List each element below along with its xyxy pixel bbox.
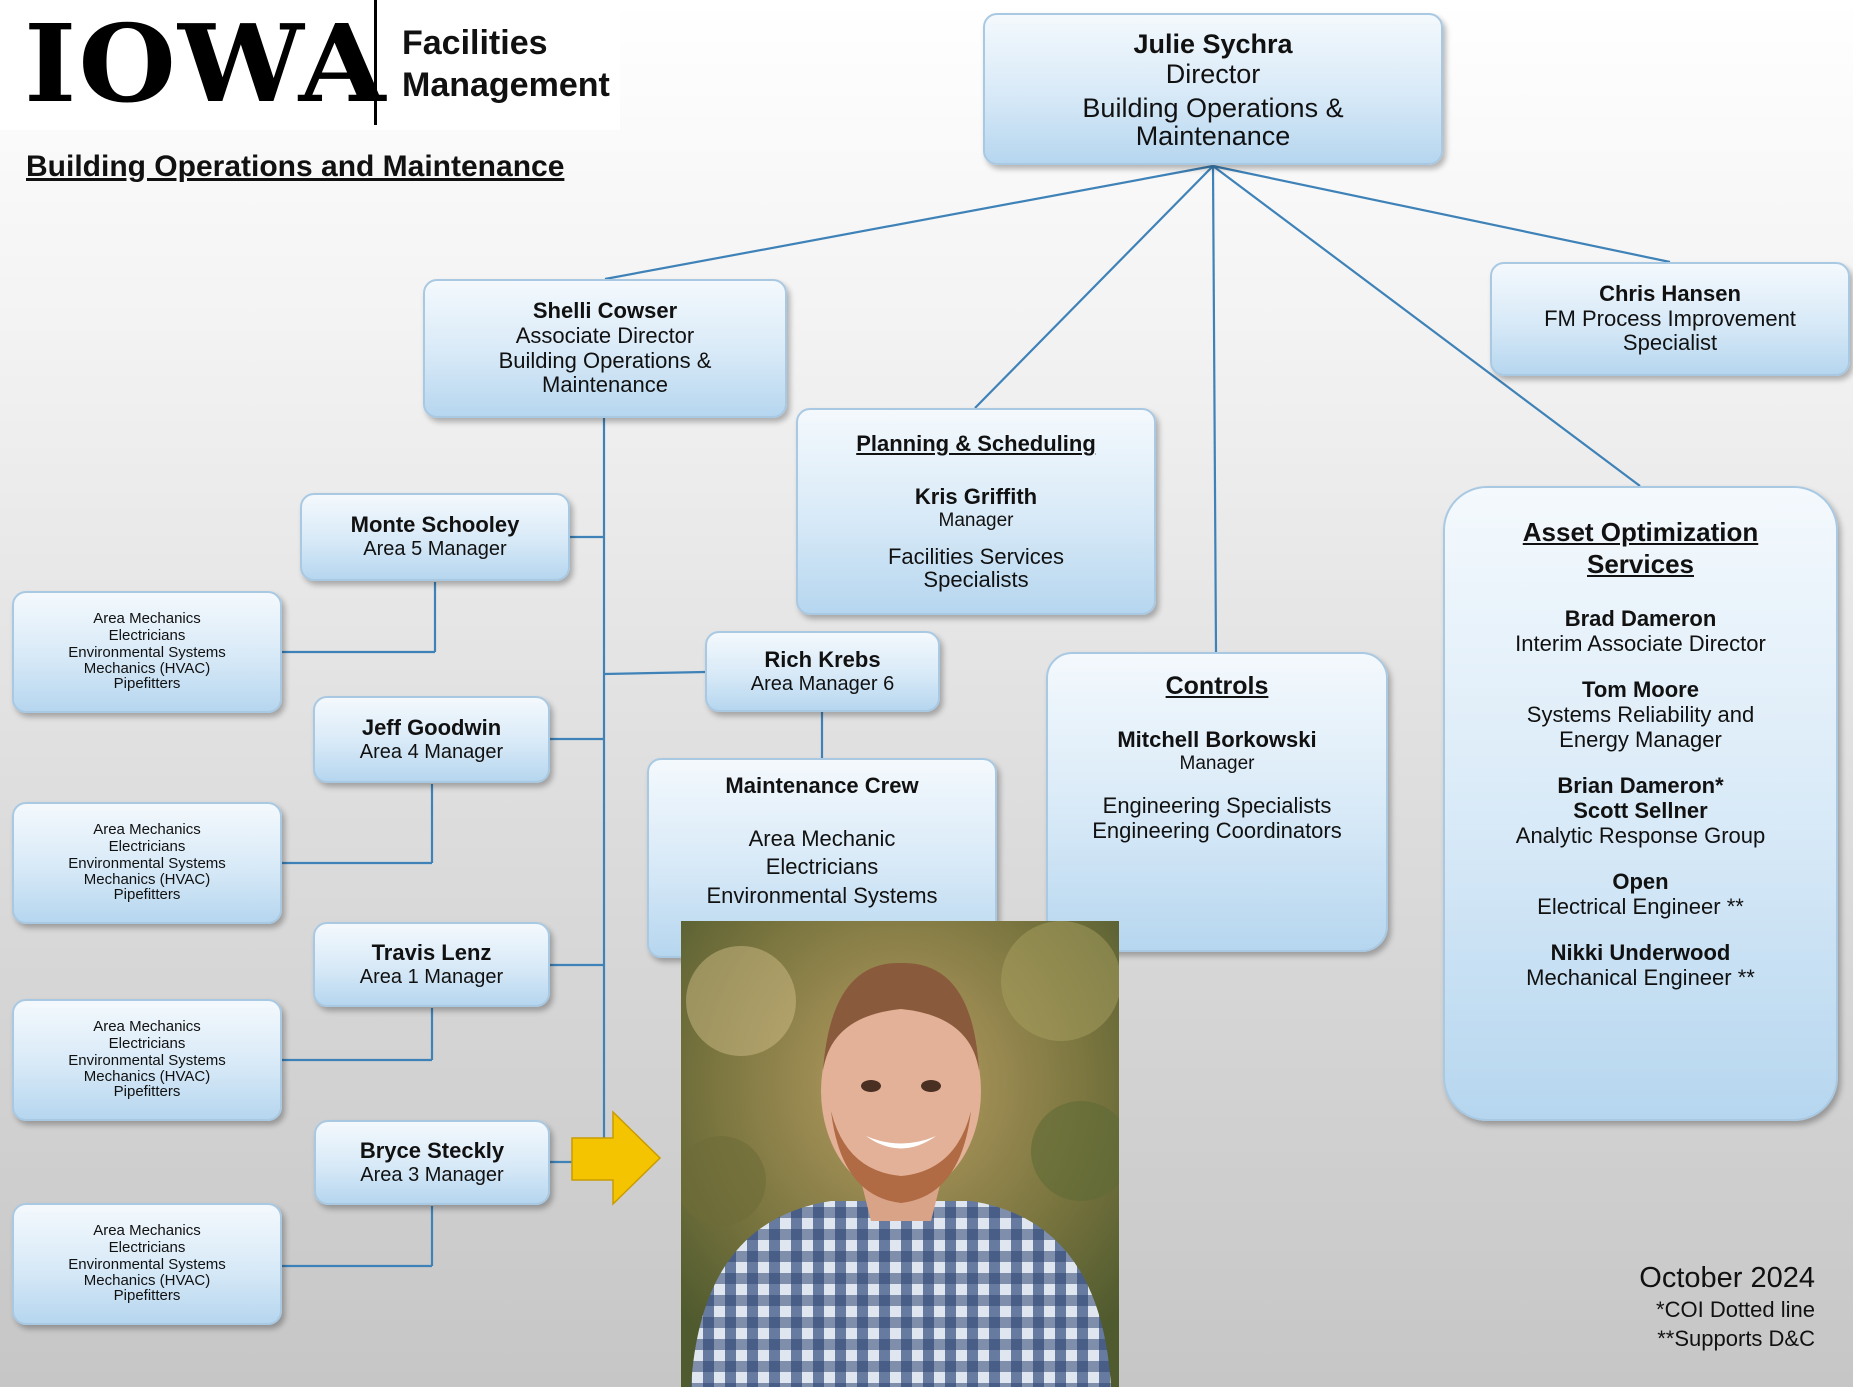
right-arrow-icon	[571, 1110, 662, 1206]
krebs-name: Rich Krebs	[764, 646, 881, 672]
logo-line-2: Management	[402, 66, 610, 104]
controls-heading: Controls	[1165, 672, 1269, 700]
aos-p4-name: Open	[1612, 869, 1669, 895]
aos-p5-name: Nikki Underwood	[1550, 940, 1731, 966]
crew-line: Electricians	[108, 627, 186, 645]
hansen-title-line-1: FM Process Improvement	[1544, 305, 1796, 331]
aos-p5-title: Mechanical Engineer **	[1526, 965, 1755, 991]
logo-unit-name: Facilities Management	[402, 22, 610, 106]
aos-heading-line-2: Services	[1587, 549, 1694, 580]
crew-line: Pipefitters	[113, 1082, 181, 1100]
director-dept-line-2: Maintenance	[1135, 120, 1291, 151]
hansen-title-line-2: Specialist	[1622, 330, 1718, 356]
area-manager-box: Bryce Steckly Area 3 Manager	[314, 1120, 550, 1205]
manager-name: Travis Lenz	[371, 939, 492, 965]
footer-date: October 2024	[1639, 1262, 1815, 1294]
crew-line: Area Mechanics	[93, 1018, 201, 1036]
director-title: Director	[1165, 59, 1261, 90]
area-manager-box: Jeff Goodwin Area 4 Manager	[313, 696, 550, 783]
employee-photo	[681, 921, 1119, 1387]
footer-note-1: *COI Dotted line	[1656, 1297, 1815, 1322]
crew-line: Mechanics (HVAC)	[83, 659, 211, 677]
footer-note-2: **Supports D&C	[1657, 1326, 1815, 1351]
aos-p4-title: Electrical Engineer **	[1537, 893, 1744, 919]
aos-p2-title-line-2: Energy Manager	[1559, 726, 1722, 752]
controls-staff-line-2: Engineering Coordinators	[1092, 817, 1342, 843]
crew-line: Area Mechanics	[93, 821, 201, 839]
controls-manager-title: Manager	[1179, 752, 1255, 774]
crew-line: Area Mechanics	[93, 610, 201, 628]
krebs-title: Area Manager 6	[750, 672, 895, 695]
associate-director-dept-line-1: Building Operations &	[498, 347, 712, 373]
crew-line: Mechanics (HVAC)	[83, 1067, 211, 1085]
controls-manager-name: Mitchell Borkowski	[1117, 727, 1317, 752]
university-logo: IOWA Facilities Management	[0, 0, 620, 130]
manager-name: Jeff Goodwin	[361, 714, 502, 740]
crew-line: Environmental Systems	[68, 1255, 226, 1273]
crew-line: Electricians	[108, 838, 186, 856]
crew-box: Area Mechanics Electricians Environmenta…	[12, 999, 282, 1121]
crew-line: Environmental Systems	[68, 643, 226, 661]
crew-line: Mechanics (HVAC)	[83, 1271, 211, 1289]
aos-p3-name-1: Brian Dameron*	[1557, 773, 1724, 799]
portrait-image	[681, 921, 1119, 1387]
aos-p2-name: Tom Moore	[1582, 677, 1699, 703]
aos-p3-name-2: Scott Sellner	[1573, 797, 1708, 823]
crew-line: Electricians	[108, 1035, 186, 1053]
aos-p1-title: Interim Associate Director	[1515, 630, 1766, 656]
controls-staff-line-1: Engineering Specialists	[1102, 792, 1332, 818]
associate-director-box: Shelli Cowser Associate Director Buildin…	[423, 279, 787, 418]
manager-title: Area 5 Manager	[363, 538, 507, 561]
manager-title: Area 1 Manager	[359, 965, 504, 988]
page-subtitle: Building Operations and Maintenance	[26, 150, 565, 183]
associate-director-name: Shelli Cowser	[532, 298, 678, 324]
aos-p2-title-line-1: Systems Reliability and	[1526, 702, 1755, 728]
director-name: Julie Sychra	[1133, 28, 1293, 59]
crew-line: Mechanics (HVAC)	[83, 870, 211, 888]
maintenance-line-2: Electricians	[765, 854, 879, 880]
crew-line: Pipefitters	[113, 1286, 181, 1304]
area-manager-6-box: Rich Krebs Area Manager 6	[705, 631, 940, 712]
associate-director-title: Associate Director	[515, 322, 695, 348]
director-dept-line-1: Building Operations &	[1082, 93, 1344, 124]
crew-line: Pipefitters	[113, 885, 181, 903]
crew-box: Area Mechanics Electricians Environmenta…	[12, 1203, 282, 1325]
maintenance-line-3: Environmental Systems	[706, 882, 938, 908]
asset-optimization-box: Asset Optimization Services Brad Dameron…	[1443, 486, 1838, 1121]
crew-box: Area Mechanics Electricians Environmenta…	[12, 591, 282, 713]
area-manager-box: Monte Schooley Area 5 Manager	[300, 493, 570, 581]
planning-scheduling-box: Planning & Scheduling Kris Griffith Mana…	[796, 408, 1156, 615]
planning-staff-line-1: Facilities Services	[887, 544, 1065, 569]
crew-line: Area Mechanics	[93, 1222, 201, 1240]
manager-title: Area 4 Manager	[359, 740, 504, 763]
logo-wordmark: IOWA	[24, 2, 388, 127]
area-manager-box: Travis Lenz Area 1 Manager	[313, 922, 550, 1007]
aos-heading-line-1: Asset Optimization	[1522, 517, 1759, 547]
aos-p3-title: Analytic Response Group	[1515, 822, 1766, 848]
crew-line: Environmental Systems	[68, 854, 226, 872]
planning-manager-name: Kris Griffith	[914, 484, 1038, 510]
manager-name: Monte Schooley	[350, 512, 520, 538]
planning-staff-line-2: Specialists	[923, 566, 1029, 592]
associate-director-dept-line-2: Maintenance	[542, 372, 668, 398]
footer-notes: October 2024 *COI Dotted line **Supports…	[1639, 1262, 1815, 1353]
manager-title: Area 3 Manager	[360, 1163, 504, 1186]
process-improvement-box: Chris Hansen FM Process Improvement Spec…	[1490, 262, 1850, 376]
maintenance-line-1: Area Mechanic	[748, 825, 896, 851]
manager-name: Bryce Steckly	[359, 1137, 505, 1163]
crew-line: Environmental Systems	[68, 1051, 226, 1069]
planning-heading: Planning & Scheduling	[856, 431, 1096, 457]
hansen-name: Chris Hansen	[1599, 281, 1741, 307]
crew-box: Area Mechanics Electricians Environmenta…	[12, 802, 282, 924]
maintenance-heading: Maintenance Crew	[725, 773, 919, 798]
crew-line: Electricians	[108, 1239, 186, 1257]
controls-box: Controls Mitchell Borkowski Manager Engi…	[1046, 652, 1388, 952]
aos-p1-name: Brad Dameron	[1564, 606, 1717, 632]
logo-line-1: Facilities	[402, 24, 548, 62]
logo-divider	[374, 0, 377, 125]
director-box: Julie Sychra Director Building Operation…	[983, 13, 1443, 165]
crew-line: Pipefitters	[113, 674, 181, 692]
planning-manager-title: Manager	[938, 509, 1014, 531]
